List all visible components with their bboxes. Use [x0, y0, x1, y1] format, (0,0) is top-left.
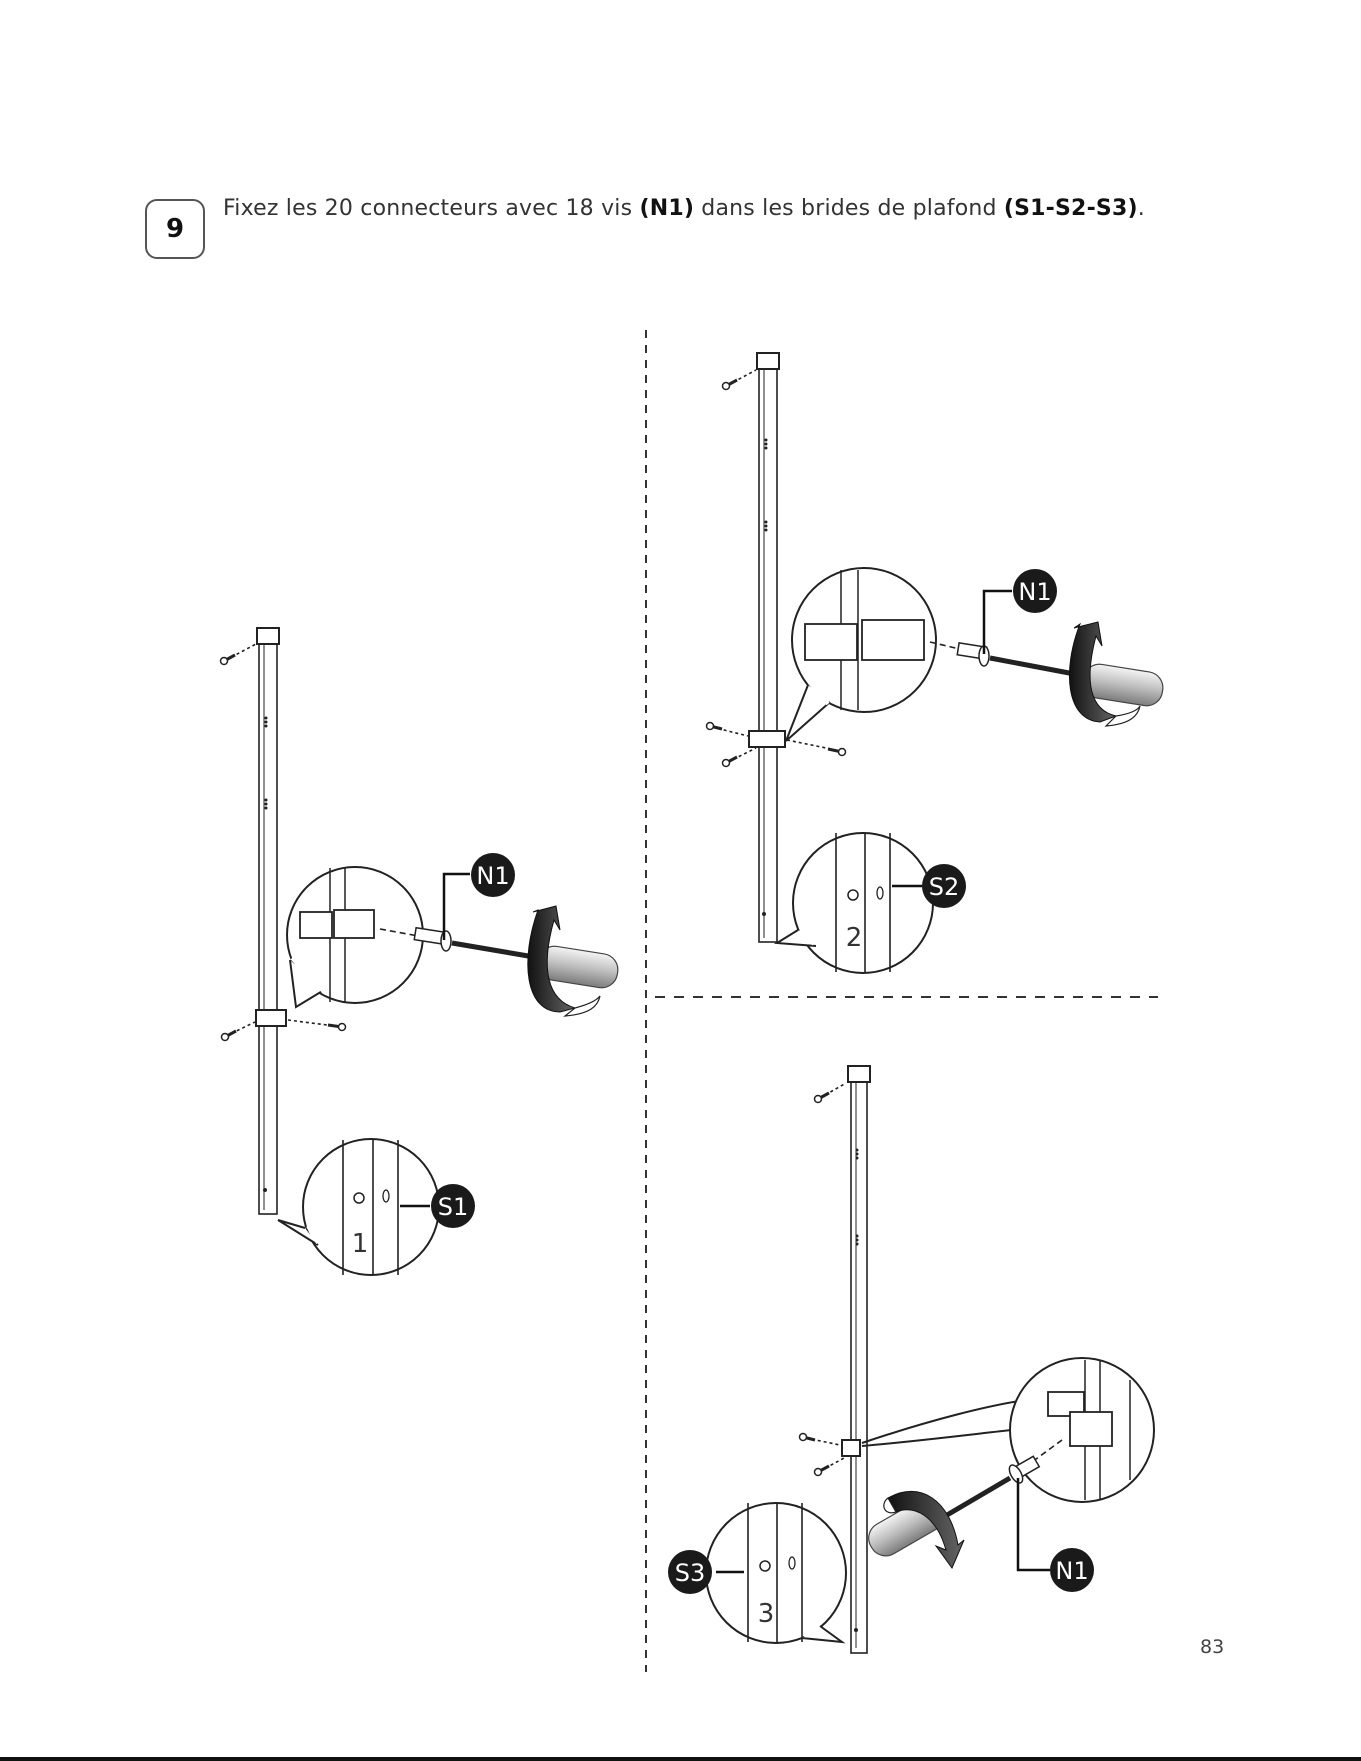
connector-top: [257, 628, 279, 644]
label-s1-text: S1: [438, 1193, 469, 1221]
connector-middle: [749, 731, 785, 747]
flange-number-s1: 1: [352, 1229, 369, 1259]
bottom-rule: [0, 1757, 1361, 1761]
page-number: 83: [1200, 1636, 1224, 1658]
flange-number-s2: 2: [846, 923, 863, 953]
connector-top: [757, 353, 779, 369]
screw-icon: [815, 1093, 830, 1103]
connector-top: [848, 1066, 870, 1082]
zoom-detail-flange-s2: 2: [777, 833, 933, 973]
flange-number-s3: 3: [758, 1599, 775, 1629]
ceiling-flange-rail-s2: [759, 357, 777, 942]
screw-icon: [328, 1024, 346, 1031]
screw-icon: [828, 749, 846, 756]
label-n1-top-right: N1: [984, 569, 1057, 654]
zoom-detail-connector: [786, 568, 972, 741]
zoom-detail-connector: [287, 867, 424, 1007]
screw-icon: [221, 655, 236, 665]
screw-icon: [723, 757, 738, 767]
label-n1-left: N1: [444, 853, 515, 940]
ceiling-flange-rail-s1: [259, 632, 277, 1214]
left-panel: N1 1 S1: [221, 628, 621, 1275]
label-s2-text: S2: [929, 873, 960, 901]
screw-icon: [707, 723, 723, 730]
screw-icon: [222, 1031, 237, 1041]
screw-icon: [815, 1466, 830, 1476]
label-n1-top-right-text: N1: [1018, 578, 1051, 606]
label-n1-bottom-right-text: N1: [1055, 1557, 1088, 1585]
top-right-panel: N1 2 S2: [707, 353, 1166, 973]
bottom-right-panel: N1 3 S3: [668, 1066, 1154, 1653]
screw-icon: [723, 380, 738, 390]
ceiling-flange-rail-s3: [851, 1070, 867, 1653]
label-n1-left-text: N1: [476, 862, 509, 890]
connector-middle: [256, 1010, 286, 1026]
connector-middle: [842, 1440, 860, 1456]
screw-icon: [800, 1434, 816, 1441]
screwdriver-icon: [957, 643, 1165, 708]
label-s3-text: S3: [675, 1559, 706, 1587]
